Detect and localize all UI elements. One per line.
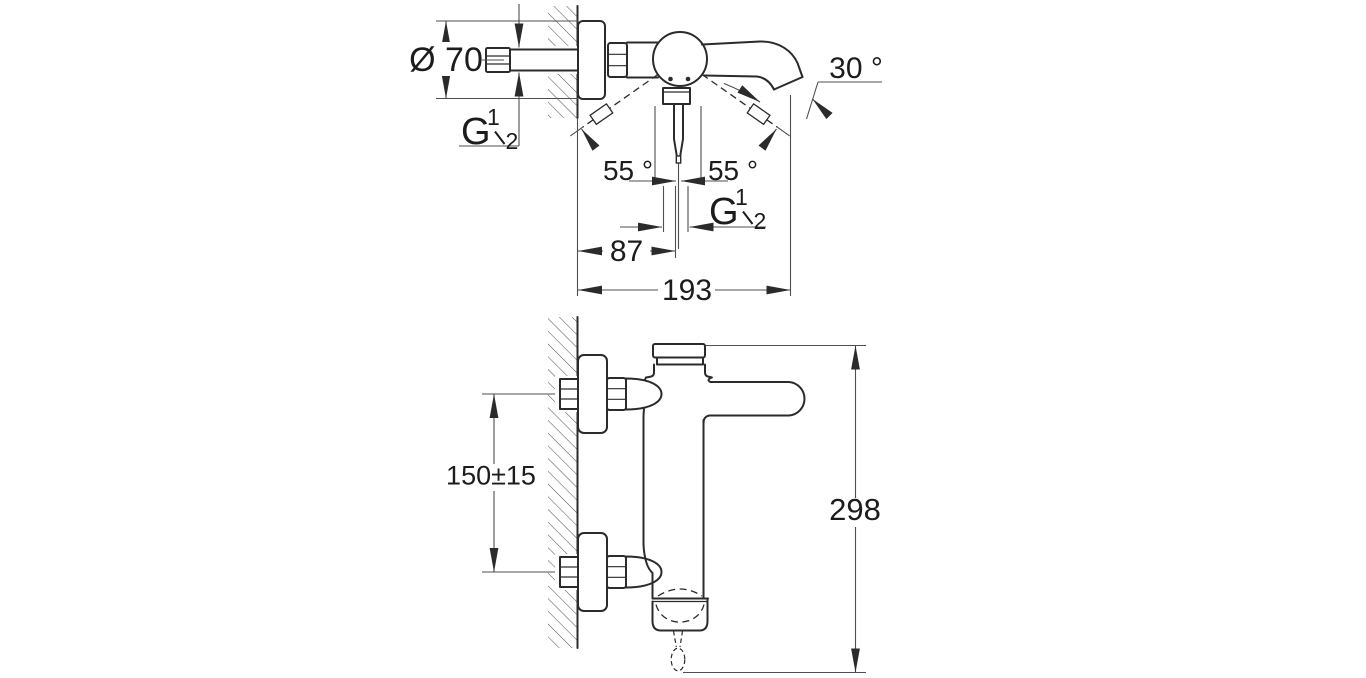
upper-inlet-stub — [559, 378, 579, 410]
water-stream-hidden-left — [672, 630, 677, 648]
aerator-hidden-arc-upper — [657, 588, 703, 597]
swing-left-angle-arrow — [581, 128, 600, 151]
body-edge-left — [642, 407, 645, 546]
spout-outlet-face — [773, 76, 804, 91]
label-background — [603, 238, 650, 264]
outlet-thread-label-denominator: 2 — [754, 208, 767, 234]
swing-right-label: 55 ° — [708, 155, 758, 186]
front-view: 150±15 298 — [446, 316, 882, 674]
dome-dot — [685, 76, 691, 82]
upper-escutcheon — [577, 354, 608, 434]
swing-left-reference-line — [569, 126, 583, 137]
lever-collar — [662, 87, 691, 105]
lever-tip — [675, 155, 682, 164]
upper-union-nut — [606, 377, 627, 411]
flange-diameter-label: Ø 70 — [409, 41, 483, 79]
union-nut-plan — [607, 42, 628, 78]
wall-to-spout-tip-label: 193 — [662, 274, 712, 307]
wall-hatching-bottom — [548, 317, 577, 648]
swing-right-angle-arrow — [758, 128, 777, 151]
swing-left-label: 55 ° — [603, 155, 653, 186]
lever-swing-right-dashed — [701, 73, 751, 109]
lever-taper-right — [679, 138, 684, 157]
upper-union-cone — [625, 377, 663, 411]
aerator-hidden-dome — [655, 604, 705, 623]
spout-end-cap — [651, 597, 709, 632]
inlet-thread-label-numerator: 1 — [487, 104, 500, 130]
lower-union-nut — [606, 555, 627, 589]
plan-view: G 1 2 Ø 70 30 ° 55 ° 55 ° G 1 2 87 193 — [409, 4, 883, 307]
dome-dot — [668, 76, 673, 82]
overall-height-label: 298 — [829, 492, 881, 527]
body-shoulder-right — [704, 363, 713, 379]
lever-swing-left-dashed — [609, 73, 659, 109]
swing-right-reference-line — [777, 126, 791, 137]
wall-escutcheon-plan — [577, 20, 606, 100]
body-top-cap — [652, 343, 706, 359]
spout-outer-curve — [701, 40, 804, 78]
label-background — [410, 42, 482, 76]
spout-taper-left — [642, 544, 654, 600]
lever-swing-right-collar — [746, 102, 771, 126]
label-background — [658, 277, 715, 303]
lever-swing-left-dashed — [582, 119, 594, 128]
inlet-thread-label-g: G — [461, 111, 491, 153]
cartridge-dome-circle — [652, 31, 708, 87]
handle-neck-bottom — [702, 414, 711, 425]
label-background — [446, 464, 536, 491]
spout-angle-arrow — [812, 98, 833, 120]
flow-direction-arrow — [723, 82, 761, 103]
pipe-hatch-clearance — [506, 46, 578, 74]
lever-handle-side — [708, 381, 806, 417]
inlet-spacing-label: 150±15 — [446, 461, 536, 491]
lower-inlet-stub — [559, 556, 579, 588]
lower-union-cone — [625, 555, 663, 589]
fraction-slash — [742, 210, 754, 225]
fraction-slash — [494, 130, 506, 145]
lever-taper-left — [673, 138, 678, 157]
spout-angle-label: 30 ° — [829, 52, 883, 85]
water-drop-hidden — [670, 647, 686, 672]
label-background — [829, 498, 882, 527]
spout-angle-leader-diagonal — [805, 81, 819, 120]
water-stream-hidden-right — [679, 630, 684, 648]
outlet-thread-label-g: G — [709, 191, 739, 233]
inlet-thread-label-denominator: 2 — [506, 128, 519, 154]
spout-inner-curve — [703, 74, 775, 91]
outlet-thread-label-numerator: 1 — [735, 184, 748, 210]
body-shoulder-left — [643, 363, 655, 381]
lever-swing-right-dashed — [766, 119, 778, 128]
cap-groove-ring — [656, 356, 704, 366]
wall-to-outlet-label: 87 — [610, 235, 643, 268]
lower-escutcheon — [577, 532, 608, 612]
lever-swing-left-collar — [589, 102, 614, 126]
